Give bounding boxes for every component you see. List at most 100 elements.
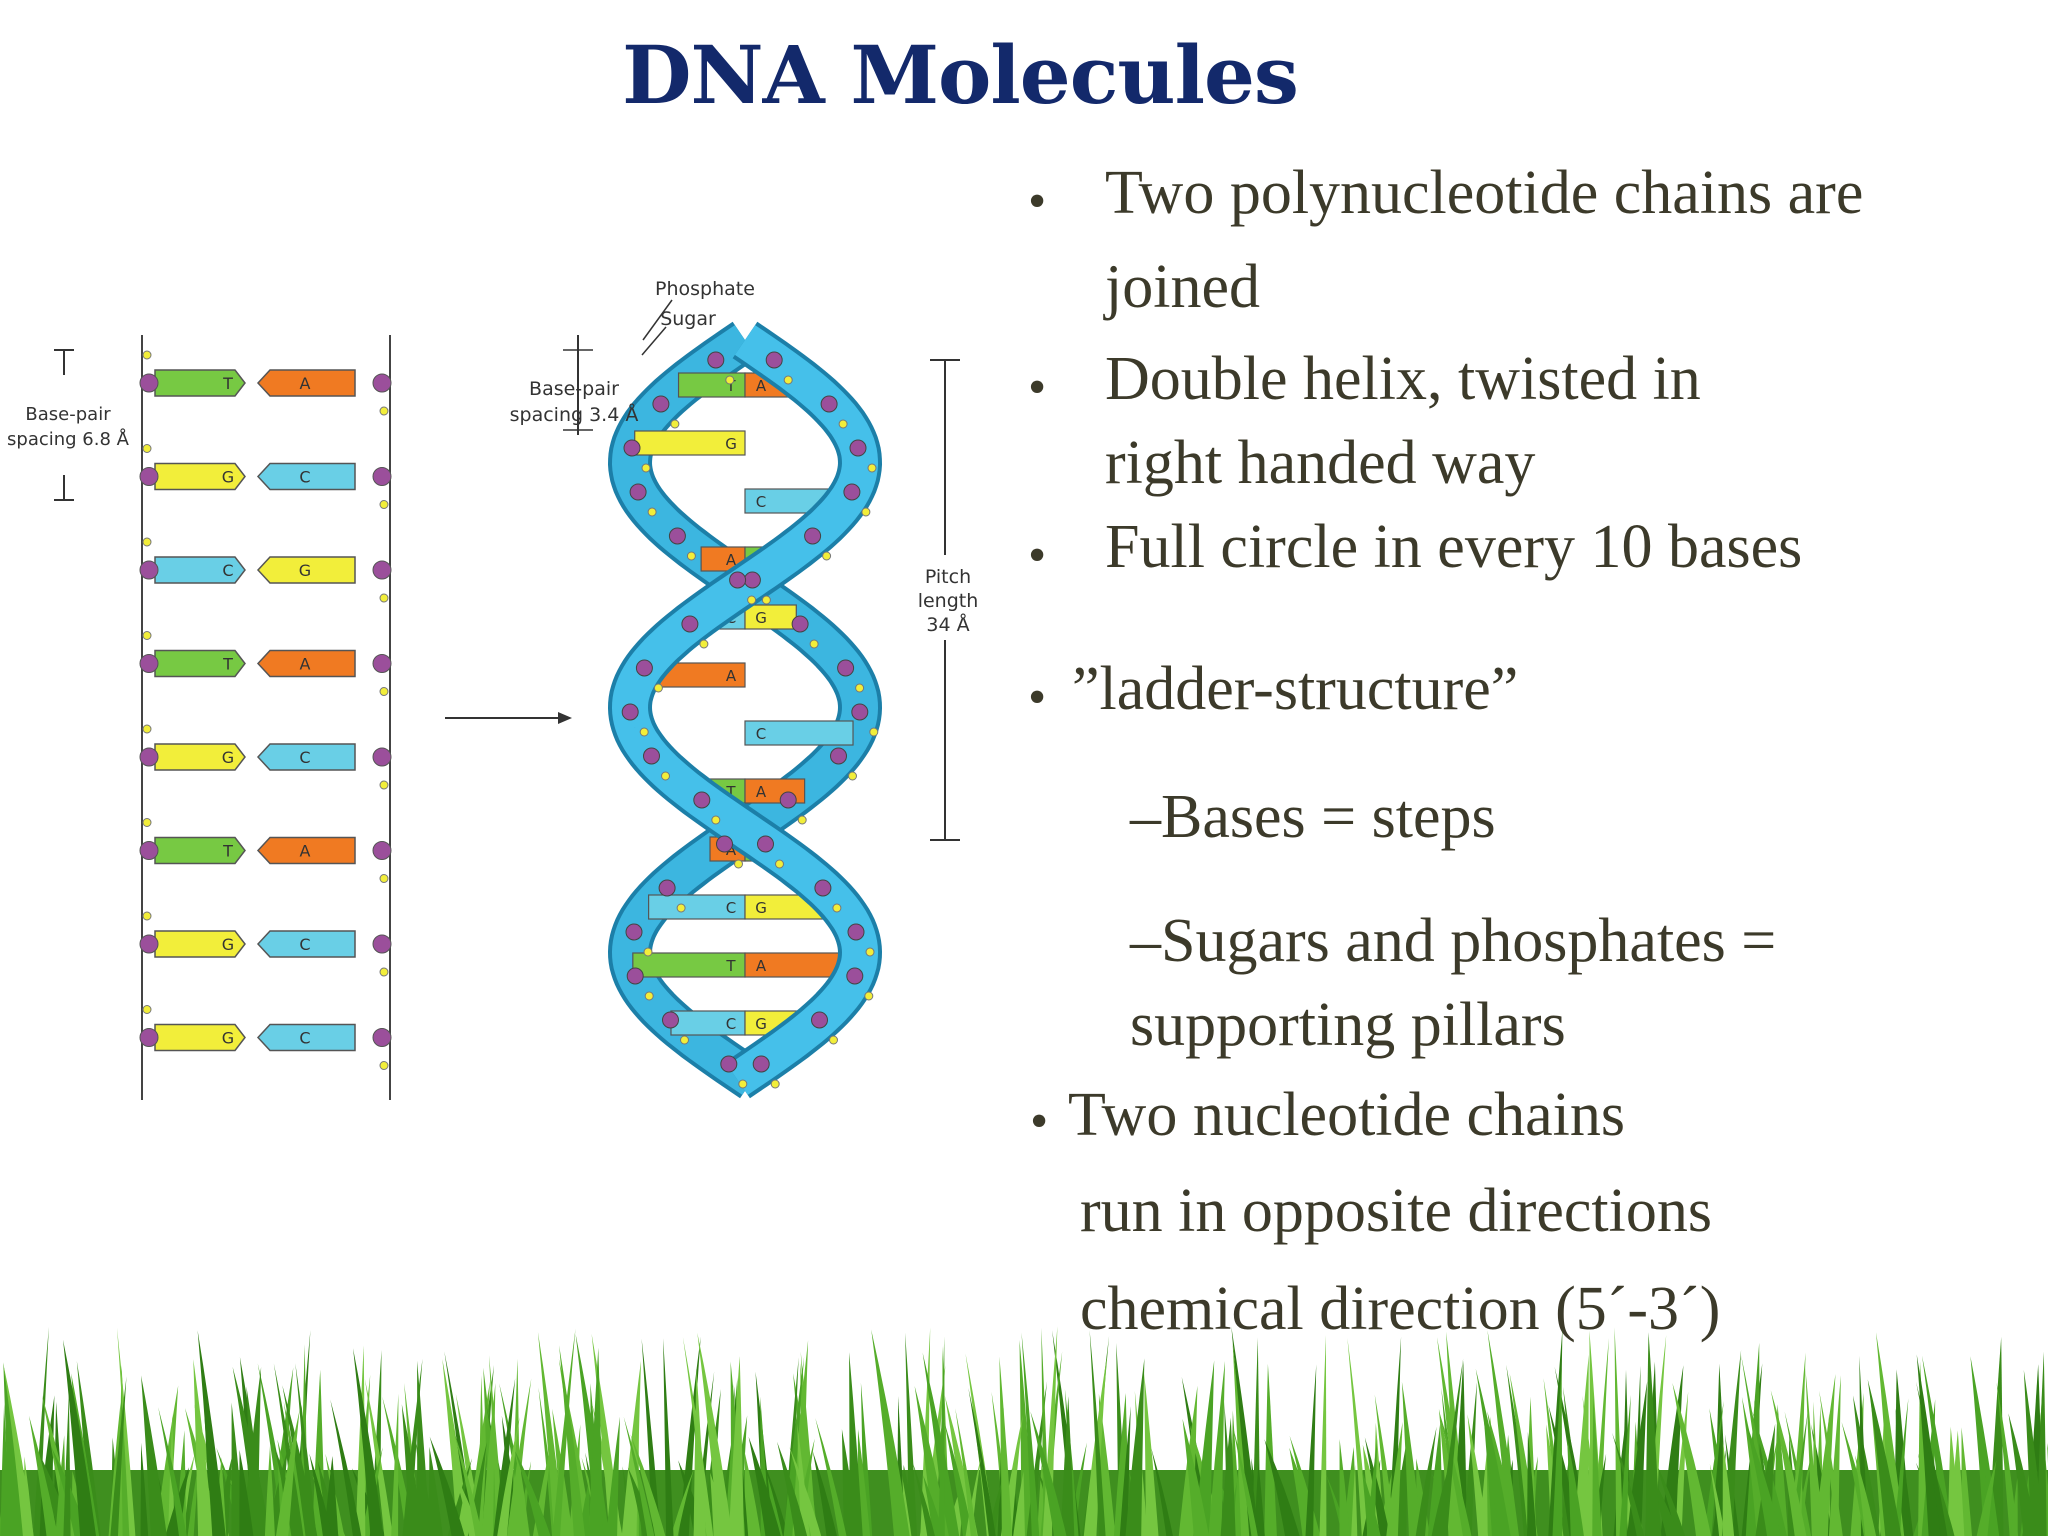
phosphate-dot	[843, 483, 861, 501]
phosphate-dot	[626, 967, 644, 985]
base-letter: T	[725, 783, 736, 801]
sugar-dot	[379, 593, 389, 603]
sugar-label: Sugar	[660, 308, 716, 330]
base-T	[154, 836, 246, 865]
sugar-dot	[142, 631, 152, 640]
grass-blade	[1996, 1382, 2019, 1536]
grass-blade	[697, 1332, 733, 1536]
grass-blade	[1254, 1462, 1265, 1536]
grass-blade	[239, 1449, 254, 1536]
base-letter: C	[222, 561, 233, 580]
grass-decoration	[0, 1326, 2048, 1536]
grass-blade	[29, 1415, 58, 1536]
grass-blade	[141, 1375, 167, 1536]
grass-blade	[764, 1462, 789, 1536]
phosphate-dot	[139, 841, 159, 860]
base-C	[154, 556, 246, 584]
grass-blade	[1438, 1410, 1472, 1536]
grass-blade	[140, 1442, 149, 1536]
grass-blade	[552, 1328, 576, 1536]
grass-blade	[1709, 1463, 1726, 1536]
phosphate-dot	[662, 1011, 679, 1029]
grass-blade	[623, 1416, 655, 1536]
grass-blade	[1961, 1427, 1972, 1536]
phosphate-dot	[681, 615, 699, 633]
base-C	[256, 743, 356, 771]
grass-blade	[944, 1421, 974, 1536]
grass-blade	[481, 1383, 496, 1536]
grass-blade	[923, 1475, 945, 1536]
bullet-list: • Two polynucleotide chains are joined •…	[1028, 162, 1863, 1343]
phosphate-dot	[846, 967, 864, 985]
base-letter: C	[299, 748, 310, 767]
grass-blade	[912, 1462, 935, 1536]
base-G	[256, 556, 356, 584]
grass-blade	[679, 1336, 701, 1536]
phosphate-dot	[779, 791, 797, 809]
grass-blade	[1867, 1379, 1902, 1536]
spacing-label-helix-1: Base-pair	[529, 378, 619, 400]
grass-blade	[1339, 1439, 1350, 1536]
sugar-dot	[822, 551, 832, 561]
base-G	[154, 462, 246, 491]
phosphate-dot	[830, 747, 847, 765]
base-letter: A	[756, 377, 767, 395]
sugar-dot	[142, 350, 152, 360]
base-letter: G	[755, 899, 767, 917]
grass-blade	[999, 1356, 1013, 1536]
grass-blade	[871, 1329, 910, 1536]
bullet-5-line-3: chemical direction (5´-3´)	[1080, 1275, 1721, 1343]
grass-blade	[1922, 1355, 1953, 1536]
page-title: DNA Molecules	[622, 28, 1299, 122]
sugar-dot	[861, 507, 871, 517]
grass-blade	[1475, 1368, 1511, 1536]
grass-blade	[777, 1441, 808, 1536]
phosphate-dot	[658, 879, 676, 897]
grass-blade	[1853, 1395, 1880, 1536]
bullet-1-line-2: joined	[1105, 253, 1260, 321]
grass-blade	[193, 1359, 214, 1536]
phosphate-dot	[139, 654, 159, 673]
grass-blade	[1654, 1459, 1686, 1536]
sugar-dot	[686, 551, 696, 561]
sugar-dot	[725, 375, 735, 385]
grass-blade	[513, 1447, 551, 1536]
bullet-marker: •	[1028, 527, 1047, 584]
sugar-dot	[142, 537, 152, 547]
grass-blade	[246, 1386, 266, 1536]
sugar-dot	[142, 724, 152, 734]
grass-blade	[76, 1361, 101, 1536]
grass-blade	[391, 1393, 399, 1536]
grass-blade	[1745, 1419, 1782, 1536]
phosphate-dot	[139, 1028, 159, 1047]
grass-blade	[1487, 1411, 1518, 1536]
grass-blade	[2010, 1475, 2018, 1536]
grass-blade	[1144, 1373, 1159, 1536]
pitch-label-3: 34 Å	[926, 613, 969, 636]
grass-blade	[1916, 1381, 1948, 1536]
base-letter: A	[726, 841, 737, 859]
phosphate-dot	[621, 703, 639, 721]
grass-blade	[1592, 1395, 1602, 1536]
base-C	[256, 462, 356, 491]
bullet-2-line-1: Double helix, twisted in	[1105, 345, 1701, 413]
grass-blade	[641, 1338, 661, 1536]
grass-blade	[1893, 1398, 1909, 1536]
grass-blade	[1386, 1421, 1403, 1536]
grass-blade	[1347, 1338, 1369, 1536]
pitch-label-1: Pitch	[925, 566, 971, 588]
base-T	[677, 372, 746, 398]
base-letter: T	[725, 377, 736, 395]
base-letter: G	[755, 609, 767, 627]
sugar-dot	[770, 1079, 780, 1089]
sugar-dot	[855, 683, 865, 693]
grass-blade	[1467, 1414, 1488, 1536]
grass-blade	[559, 1345, 585, 1536]
grass-blade	[663, 1338, 674, 1536]
sugar-dot	[832, 903, 842, 913]
